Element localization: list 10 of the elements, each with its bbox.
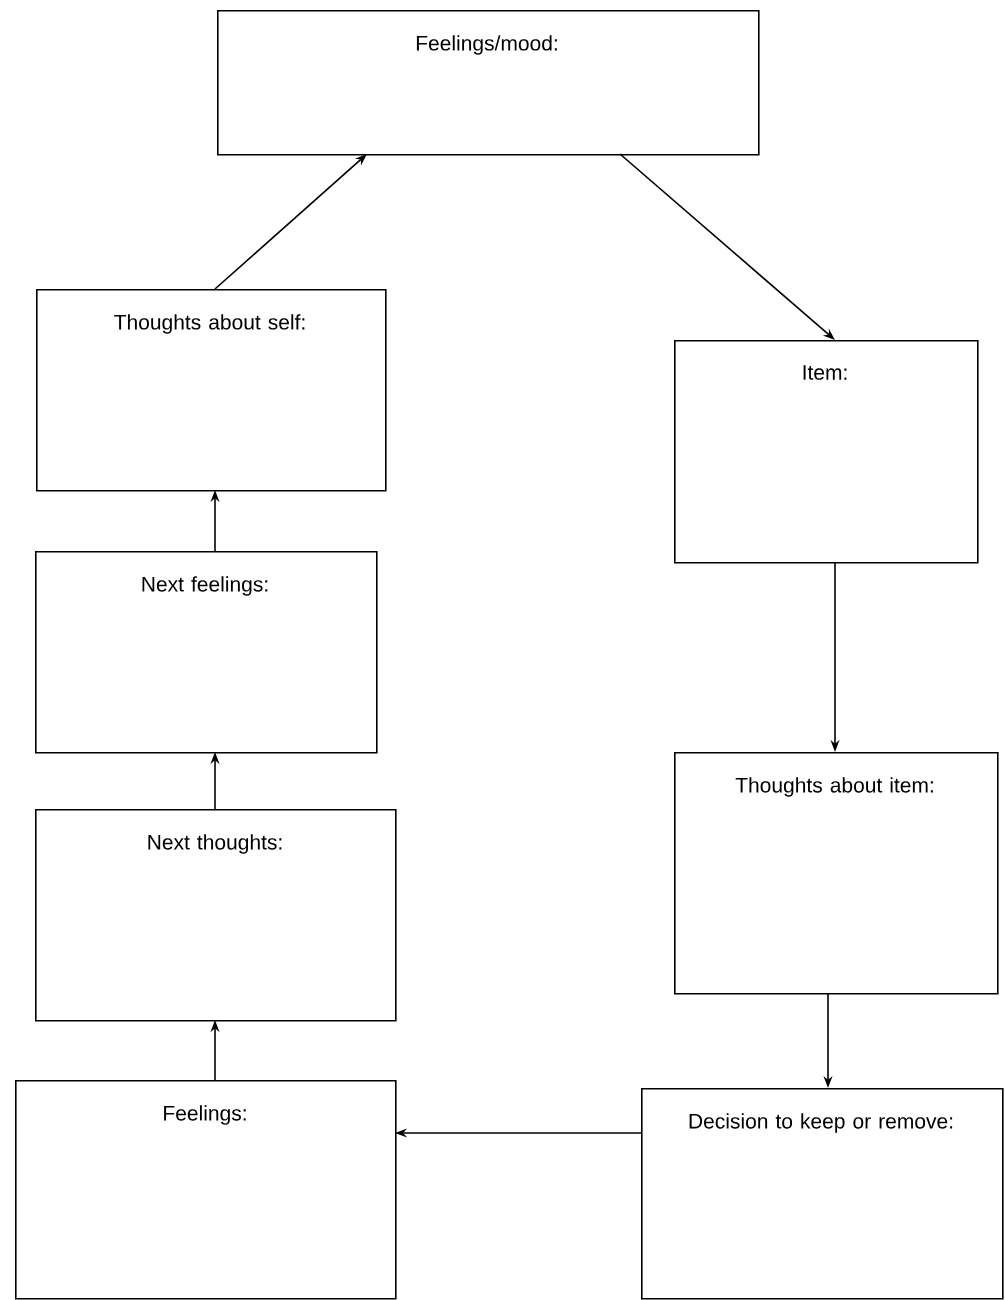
text-box: Feelings: <box>15 1080 397 1300</box>
text-box: Next thoughts: <box>35 809 397 1022</box>
arrow <box>214 154 367 290</box>
text-box: Next feelings: <box>35 551 378 754</box>
text-box: Item: <box>674 340 979 564</box>
text-box: Feelings/mood: <box>217 10 760 156</box>
text-box: Decision to keep or remove: <box>641 1088 1004 1300</box>
arrow <box>619 153 835 340</box>
text-box: Thoughts about item: <box>674 752 999 995</box>
text-box: Thoughts about self: <box>36 289 387 492</box>
